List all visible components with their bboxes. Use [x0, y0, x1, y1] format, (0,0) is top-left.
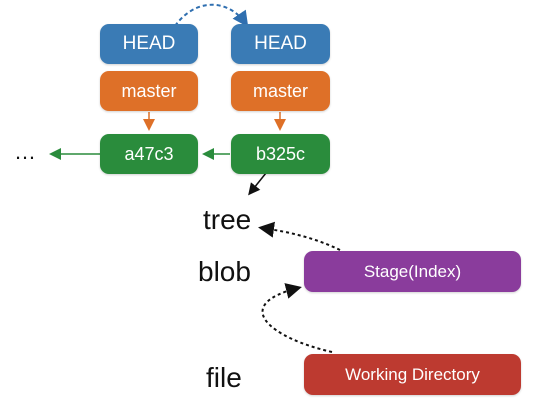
stage-index-box: Stage(Index) [304, 251, 521, 292]
working-directory-box: Working Directory [304, 354, 521, 395]
blob-label: blob [198, 256, 251, 287]
file-label: file [206, 362, 242, 393]
commit-to-tree-arrow [248, 172, 267, 196]
master-right: master [231, 71, 330, 111]
head-move-arrow [174, 3, 249, 28]
workdir-to-stage-arrow [261, 283, 333, 353]
stage-to-tree-arrow [258, 221, 341, 251]
commit-b325c: b325c [231, 134, 330, 174]
head-right: HEAD [231, 24, 330, 64]
tree-label: tree [203, 204, 252, 235]
master-left: master [100, 71, 198, 111]
head-left: HEAD [100, 24, 198, 64]
commit-a47c3: a47c3 [100, 134, 198, 174]
history-ellipsis: … [14, 139, 36, 164]
